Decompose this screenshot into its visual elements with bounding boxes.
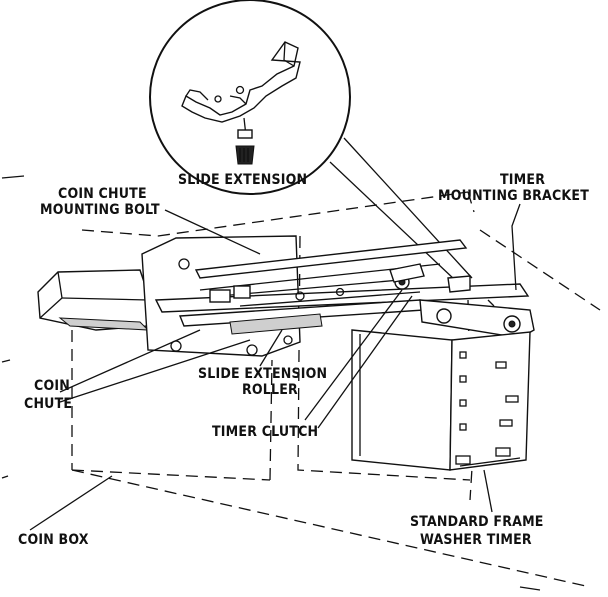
label-coin-chute-line1: COIN bbox=[34, 378, 70, 394]
edge-marks bbox=[1, 175, 541, 591]
label-timer-mounting-bracket-line1: TIMER bbox=[500, 172, 546, 188]
label-coin-chute-mounting-bolt-line1: COIN CHUTE bbox=[58, 186, 147, 202]
washer-timer-box bbox=[351, 329, 531, 471]
label-timer-clutch: TIMER CLUTCH bbox=[212, 424, 319, 440]
leader-lines bbox=[29, 203, 521, 531]
coin-chute-body bbox=[37, 269, 151, 331]
timer-mounting-bracket bbox=[419, 275, 535, 339]
label-coin-chute-mounting-bolt-line2: MOUNTING BOLT bbox=[40, 202, 160, 218]
label-standard-frame-washer-timer-line1: STANDARD FRAME bbox=[410, 514, 544, 530]
label-slide-extension-roller-line2: ROLLER bbox=[242, 382, 298, 398]
label-coin-chute-line2: CHUTE bbox=[24, 396, 73, 412]
inset-leader-1 bbox=[329, 161, 456, 281]
label-slide-extension-roller-line1: SLIDE EXTENSION bbox=[198, 366, 328, 382]
inset-leader-2 bbox=[343, 137, 473, 279]
slide-extension-inset bbox=[149, 0, 351, 195]
roller-and-clutch bbox=[229, 263, 425, 335]
label-timer-mounting-bracket-line2: MOUNTING BRACKET bbox=[438, 188, 589, 204]
label-standard-frame-washer-timer-line2: WASHER TIMER bbox=[420, 532, 532, 548]
label-coin-box: COIN BOX bbox=[18, 532, 89, 548]
slide-rails bbox=[154, 239, 530, 327]
label-slide-extension: SLIDE EXTENSION bbox=[178, 172, 308, 188]
